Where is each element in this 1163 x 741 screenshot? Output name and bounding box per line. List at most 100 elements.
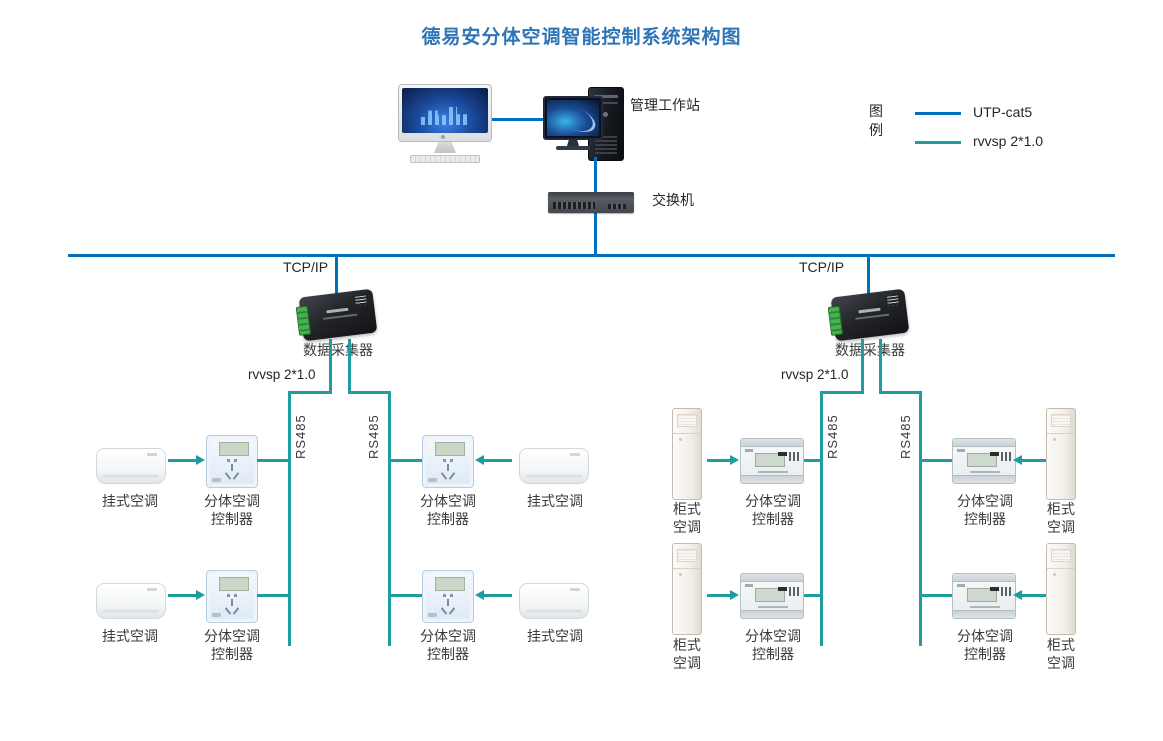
network-switch-icon <box>548 192 634 213</box>
lcd-display <box>967 588 997 602</box>
rs485-trunk-right-b <box>919 391 922 646</box>
lcd-display <box>435 442 465 456</box>
rs485-label-right-b: RS485 <box>898 414 913 459</box>
cabinet-ac-icon <box>1046 408 1076 500</box>
rs485-label-right-a: RS485 <box>825 414 840 459</box>
wall-ac-icon <box>96 448 166 484</box>
legend-rvvsp-label: rvvsp 2*1.0 <box>973 133 1044 149</box>
rvvsp-cable-label-left: rvvsp 2*1.0 <box>248 367 316 382</box>
rs485-label-left-a: RS485 <box>293 414 308 459</box>
power-button-icon <box>603 112 608 117</box>
lcd-display <box>219 577 249 591</box>
utp-drop-left <box>335 257 338 294</box>
legend-heading: 图例 <box>869 103 883 138</box>
legend-rvvsp-swatch <box>915 141 961 144</box>
rs485-branch-line <box>390 459 422 462</box>
socket-controller-icon <box>422 435 474 488</box>
flow-arrow <box>707 455 739 465</box>
data-collector-icon-left <box>295 288 378 342</box>
lcd-display <box>435 577 465 591</box>
flow-arrow <box>1013 590 1046 600</box>
keyboard-icon <box>410 155 480 163</box>
workstation-label: 管理工作站 <box>630 97 700 113</box>
rs485-branch-line <box>257 459 289 462</box>
controller-label: 分体空调控制器 <box>204 493 260 527</box>
lcd-display <box>755 453 785 467</box>
flow-arrow <box>475 455 512 465</box>
cabinet-ac-icon <box>672 543 702 635</box>
rs485-branch-line <box>804 594 822 597</box>
rvvsp-jog-left-b <box>348 391 391 394</box>
imac-screen <box>402 88 488 133</box>
rvvsp-stub-right-a <box>861 339 864 392</box>
lcd-display <box>967 453 997 467</box>
lcd-display <box>755 588 785 602</box>
rs485-trunk-left-a <box>288 391 291 646</box>
rvvsp-stub-left-b <box>348 339 351 392</box>
apple-logo-icon <box>441 135 445 139</box>
rs485-branch-line <box>921 594 952 597</box>
rvvsp-jog-right-b <box>879 391 922 394</box>
legend-utp-label: UTP-cat5 <box>973 104 1033 120</box>
rvvsp-jog-left-a <box>288 391 332 394</box>
din-controller-icon <box>740 573 804 619</box>
ac-label: 挂式空调 <box>527 628 583 644</box>
ac-label: 挂式空调 <box>527 493 583 509</box>
legend-utp-swatch <box>915 112 961 115</box>
cabinet-ac-icon <box>1046 543 1076 635</box>
tcpip-label-left: TCP/IP <box>283 259 329 275</box>
terminal-block <box>827 305 844 336</box>
controller-label: 分体空调控制器 <box>204 628 260 662</box>
rvvsp-stub-right-b <box>879 339 882 392</box>
controller-label: 分体空调控制器 <box>957 628 1013 662</box>
lcd-display <box>219 442 249 456</box>
flow-arrow <box>168 590 205 600</box>
rs485-trunk-right-a <box>820 391 823 646</box>
cabinet-ac-icon <box>672 408 702 500</box>
flow-arrow <box>168 455 205 465</box>
ac-label: 挂式空调 <box>102 628 158 644</box>
rs485-branch-line <box>390 594 422 597</box>
ac-label: 柜式空调 <box>673 637 701 671</box>
socket-controller-icon <box>422 570 474 623</box>
din-controller-icon <box>740 438 804 484</box>
controller-label: 分体空调控制器 <box>420 493 476 527</box>
data-collector-label-left: 数据采集器 <box>303 342 373 358</box>
rs485-branch-line <box>257 594 289 597</box>
switch-label: 交换机 <box>652 192 694 208</box>
rs485-label-left-b: RS485 <box>366 414 381 459</box>
utp-drop-right <box>867 257 870 294</box>
data-collector-icon-right <box>827 288 910 342</box>
utp-bus-line <box>68 254 1115 257</box>
pc-monitor-icon <box>543 96 603 140</box>
switch-ports <box>553 202 595 209</box>
wall-ac-icon <box>519 448 589 484</box>
flow-arrow <box>475 590 512 600</box>
terminal-block <box>295 305 312 336</box>
page-title: 德易安分体空调智能控制系统架构图 <box>421 27 742 48</box>
controller-label: 分体空调控制器 <box>420 628 476 662</box>
rvvsp-cable-label-right: rvvsp 2*1.0 <box>781 367 849 382</box>
rs485-trunk-left-b <box>388 391 391 646</box>
controller-label: 分体空调控制器 <box>957 493 1013 527</box>
din-controller-icon <box>952 573 1016 619</box>
data-collector-label-right: 数据采集器 <box>835 342 905 358</box>
flow-arrow <box>1013 455 1046 465</box>
socket-controller-icon <box>206 435 258 488</box>
ac-label: 挂式空调 <box>102 493 158 509</box>
ac-label: 柜式空调 <box>1047 501 1075 535</box>
controller-label: 分体空调控制器 <box>745 493 801 527</box>
din-controller-icon <box>952 438 1016 484</box>
wall-ac-icon <box>519 583 589 619</box>
imac-monitor-icon <box>398 84 492 163</box>
rvvsp-stub-left-a <box>329 339 332 392</box>
ac-label: 柜式空调 <box>673 501 701 535</box>
utp-line-imac-pc <box>492 118 546 121</box>
city-skyline-graphic <box>420 107 470 125</box>
tcpip-label-right: TCP/IP <box>799 259 845 275</box>
rvvsp-jog-right-a <box>820 391 864 394</box>
socket-controller-icon <box>206 570 258 623</box>
flow-arrow <box>707 590 739 600</box>
rs485-branch-line <box>921 459 952 462</box>
